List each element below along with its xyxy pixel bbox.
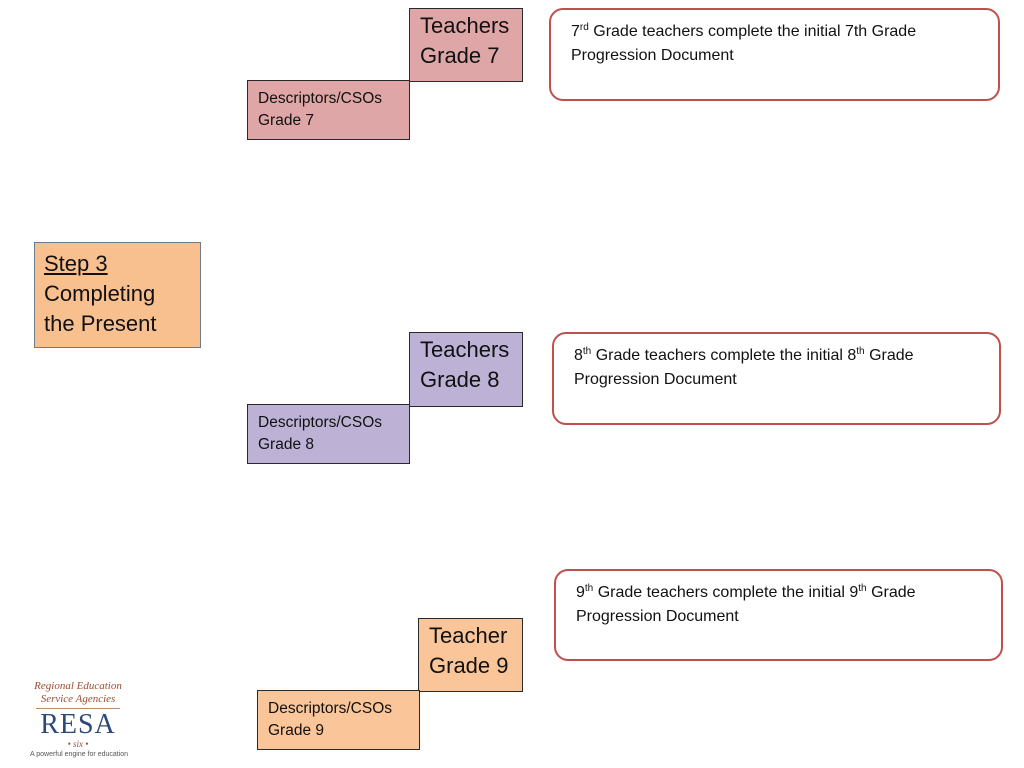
grade-8-text-a: Grade teachers complete the initial 8 <box>591 347 857 364</box>
teacher-grade-9-line1: Teacher <box>429 623 508 648</box>
grade-9-callout-line1: 9th Grade teachers complete the initial … <box>576 581 983 605</box>
grade-8-callout-line2: Progression Document <box>574 371 737 388</box>
descriptors-grade-9-line2: Grade 9 <box>268 722 325 739</box>
step-title-line2: the Present <box>44 311 157 336</box>
descriptors-grade-7-line2: Grade 7 <box>258 112 315 129</box>
grade-8-callout-line1: 8th Grade teachers complete the initial … <box>574 344 981 368</box>
grade-9-text-a: Grade teachers complete the initial 9 <box>593 584 859 601</box>
logo-name: RESA <box>40 709 116 740</box>
grade-7-text-a: Grade teachers complete the initial 7th … <box>588 23 917 40</box>
step-3-box: Step 3 Completing the Present <box>34 242 201 348</box>
grade-7-suffix: rd <box>579 22 589 33</box>
resa-logo: Regional Education Service Agencies RESA… <box>30 680 129 762</box>
grade-7-callout-line2: Progression Document <box>571 47 734 64</box>
teachers-grade-7-line2: Grade 7 <box>420 43 500 68</box>
grade-8-suffix-b: th <box>856 346 865 357</box>
logo-six: • six • <box>67 739 89 749</box>
logo-line2: Service Agencies <box>40 693 116 705</box>
grade-7-callout-line1: 7rd Grade teachers complete the initial … <box>571 20 980 44</box>
grade-8-callout: 8th Grade teachers complete the initial … <box>552 332 1001 425</box>
teachers-grade-7-box: Teachers Grade 7 <box>409 8 523 82</box>
logo-line1: Regional Education <box>34 680 122 692</box>
teachers-grade-8-line2: Grade 8 <box>420 367 500 392</box>
teachers-grade-7-line1: Teachers <box>420 13 510 38</box>
logo-divider <box>36 708 120 709</box>
grade-9-suffix: th <box>584 583 594 594</box>
grade-9-num: 9 <box>576 584 585 601</box>
descriptors-grade-7-line1: Descriptors/CSOs <box>258 90 383 107</box>
teachers-grade-8-line1: Teachers <box>420 337 510 362</box>
grade-9-text-c: Grade <box>866 584 916 601</box>
grade-8-num: 8 <box>574 347 583 364</box>
teacher-grade-9-line2: Grade 9 <box>429 653 509 678</box>
grade-8-suffix: th <box>582 346 592 357</box>
grade-7-num: 7 <box>571 23 580 40</box>
grade-9-callout: 9th Grade teachers complete the initial … <box>554 569 1003 661</box>
grade-9-callout-line2: Progression Document <box>576 608 739 625</box>
grade-9-suffix-b: th <box>858 583 867 594</box>
descriptors-grade-8-box: Descriptors/CSOs Grade 8 <box>247 404 410 464</box>
descriptors-grade-8-line2: Grade 8 <box>258 436 315 453</box>
descriptors-grade-8-line1: Descriptors/CSOs <box>258 414 383 431</box>
teacher-grade-9-box: Teacher Grade 9 <box>418 618 523 692</box>
descriptors-grade-9-line1: Descriptors/CSOs <box>268 700 393 717</box>
grade-8-text-c: Grade <box>864 347 914 364</box>
grade-7-callout: 7rd Grade teachers complete the initial … <box>549 8 1000 101</box>
descriptors-grade-9-box: Descriptors/CSOs Grade 9 <box>257 690 420 750</box>
descriptors-grade-7-box: Descriptors/CSOs Grade 7 <box>247 80 410 140</box>
step-label: Step 3 <box>44 251 108 276</box>
step-title-line1: Completing <box>44 281 156 306</box>
logo-tagline: A powerful engine for education <box>30 751 129 758</box>
teachers-grade-8-box: Teachers Grade 8 <box>409 332 523 407</box>
